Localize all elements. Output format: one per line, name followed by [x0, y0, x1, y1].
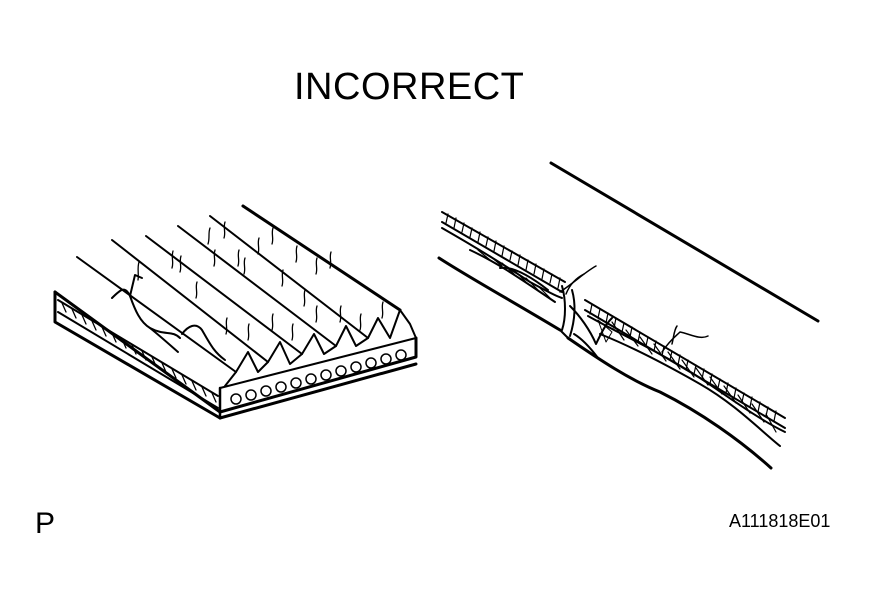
- figure-code: A111818E01: [729, 511, 831, 531]
- view-position-letter: P: [35, 507, 56, 540]
- diagram-title: INCORRECT: [294, 66, 525, 108]
- belt-separated-layers: [437, 161, 820, 470]
- ribbed-belt-cracked: [53, 204, 418, 420]
